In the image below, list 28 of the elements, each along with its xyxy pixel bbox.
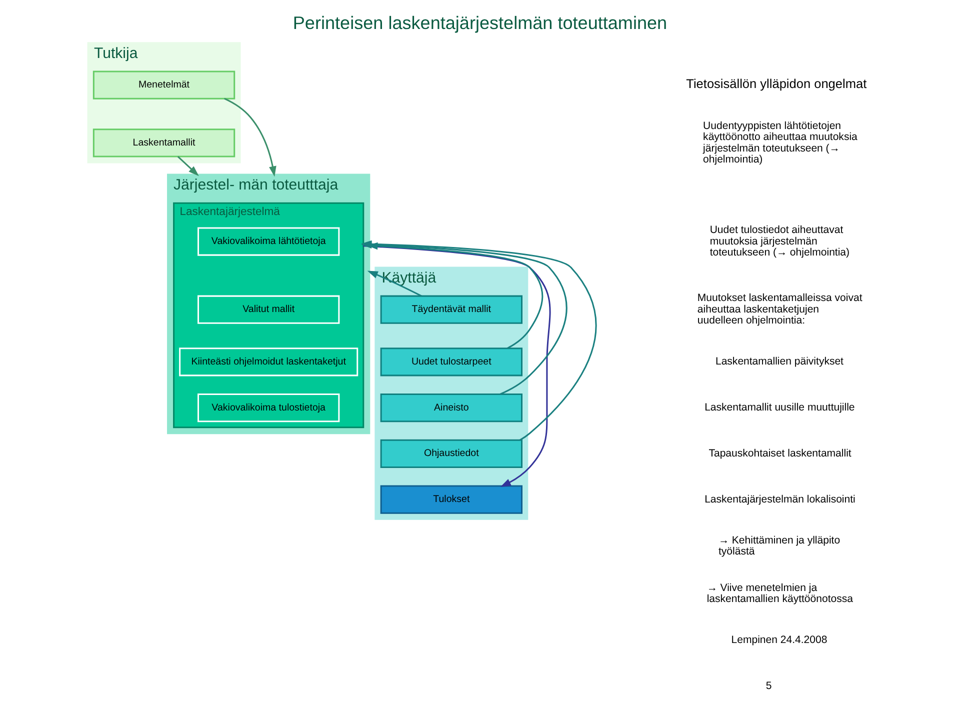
node-box: Menetelmät (92, 70, 236, 100)
node-box: Laskentamallit (92, 128, 236, 158)
node-box: Vakiovalikoima lähtötietoja (198, 227, 340, 256)
node-box: Uudet tulostarpeet (380, 348, 522, 376)
arrow (363, 245, 551, 487)
label: → Kehittäminen ja ylläpito työlästä (718, 534, 840, 558)
label: Tapauskohtaiset laskentamallit (708, 447, 852, 460)
node-box: Tulokset (380, 485, 522, 514)
node-box: Vakiovalikoima tulostietoja (198, 394, 340, 422)
label: Uudentyyppisten lähtötietojen käyttöönotto aiheuttaa muutoksia järjestelmän toteutukseen (→ ohjelmointia) (703, 120, 858, 166)
arrow (224, 98, 276, 177)
label: Muutokset laskentamalleissa voivat aiheuttaa laskentaketjujen uudelleen ohjelmointia: (697, 292, 862, 327)
arrow (177, 156, 199, 176)
node-box: Ohjaustiedot (380, 439, 522, 468)
node-box: Täydentävät mallit (380, 295, 522, 324)
node-box: Valitut mallit (198, 295, 340, 324)
diagram-title: Perinteisen laskentajärjestelmän toteuttaminen (292, 12, 668, 33)
label: Laskentamallit uusille muuttujille (704, 402, 855, 414)
label: 5 (766, 680, 772, 692)
label: Laskentamallien päivitykset (715, 356, 844, 368)
arrow (367, 270, 422, 297)
node-box: Kiinteästi ohjelmoidut laskentaketjut (179, 348, 358, 376)
label: Uudet tulostiedot aiheuttavat muutoksia järjestelmän toteutukseen (→ ohjelmointia) (710, 224, 850, 259)
label: Lempinen 24.4.2008 (731, 634, 828, 646)
label: Tietosisällön ylläpidon ongelmat (686, 76, 867, 92)
label: Laskentajärjestelmän lokalisointi (704, 493, 856, 506)
node-box: Aineisto (380, 394, 522, 422)
label: → Viive menetelmien ja laskentamallien käyttöönotossa (706, 582, 853, 606)
